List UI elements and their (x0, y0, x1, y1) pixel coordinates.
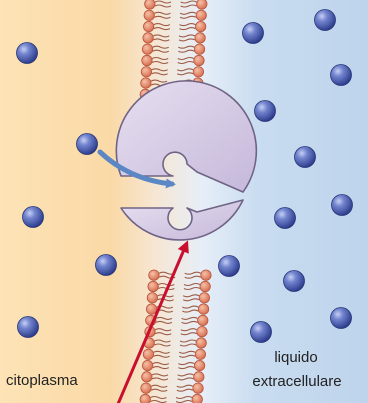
lipid-head (201, 270, 211, 280)
lipid-head (145, 0, 155, 9)
lipid-head (148, 281, 158, 291)
label-extracellulare: extracellulare (252, 373, 341, 390)
molecule-icon (18, 317, 39, 338)
molecule-icon (331, 308, 352, 329)
lipid-head (144, 10, 154, 20)
lipid-head (141, 78, 151, 88)
lipid-head (198, 315, 208, 325)
lipid-head (199, 293, 209, 303)
lipid-head (195, 33, 205, 43)
molecule-icon (331, 65, 352, 86)
lipid-head (192, 394, 202, 403)
lipid-head (146, 304, 156, 314)
lipid-head (140, 394, 150, 403)
molecule-icon (23, 207, 44, 228)
lipid-head (194, 44, 204, 54)
lipid-head (141, 383, 151, 393)
molecule-icon (77, 134, 98, 155)
label-citoplasma: citoplasma (6, 372, 78, 389)
lipid-head (143, 349, 153, 359)
lipid-head (194, 55, 204, 65)
lipid-head (142, 372, 152, 382)
lipid-head (196, 338, 206, 348)
molecule-icon (315, 10, 336, 31)
molecule-icon (275, 208, 296, 229)
lipid-head (193, 67, 203, 77)
lipid-head (197, 327, 207, 337)
lipid-head (198, 304, 208, 314)
lipid-head (147, 293, 157, 303)
molecule-icon (96, 255, 117, 276)
lipid-head (142, 55, 152, 65)
lipid-head (193, 383, 203, 393)
lipid-head (143, 33, 153, 43)
molecule-icon (251, 322, 272, 343)
lipid-head (195, 21, 205, 31)
lipid-head (194, 372, 204, 382)
molecule-icon (219, 256, 240, 277)
lipid-head (194, 360, 204, 370)
molecule-icon (243, 23, 264, 44)
lipid-head (149, 270, 159, 280)
label-liquido: liquido (274, 349, 317, 366)
molecule-icon (17, 43, 38, 64)
molecule-icon (295, 147, 316, 168)
lipid-head (142, 360, 152, 370)
molecule-icon (255, 101, 276, 122)
lipid-head (200, 281, 210, 291)
lipid-head (141, 67, 151, 77)
lipid-head (142, 44, 152, 54)
lipid-head (195, 349, 205, 359)
lipid-head (196, 10, 206, 20)
molecule-icon (284, 271, 305, 292)
lipid-head (197, 0, 207, 9)
lipid-head (143, 21, 153, 31)
molecule-icon (332, 195, 353, 216)
